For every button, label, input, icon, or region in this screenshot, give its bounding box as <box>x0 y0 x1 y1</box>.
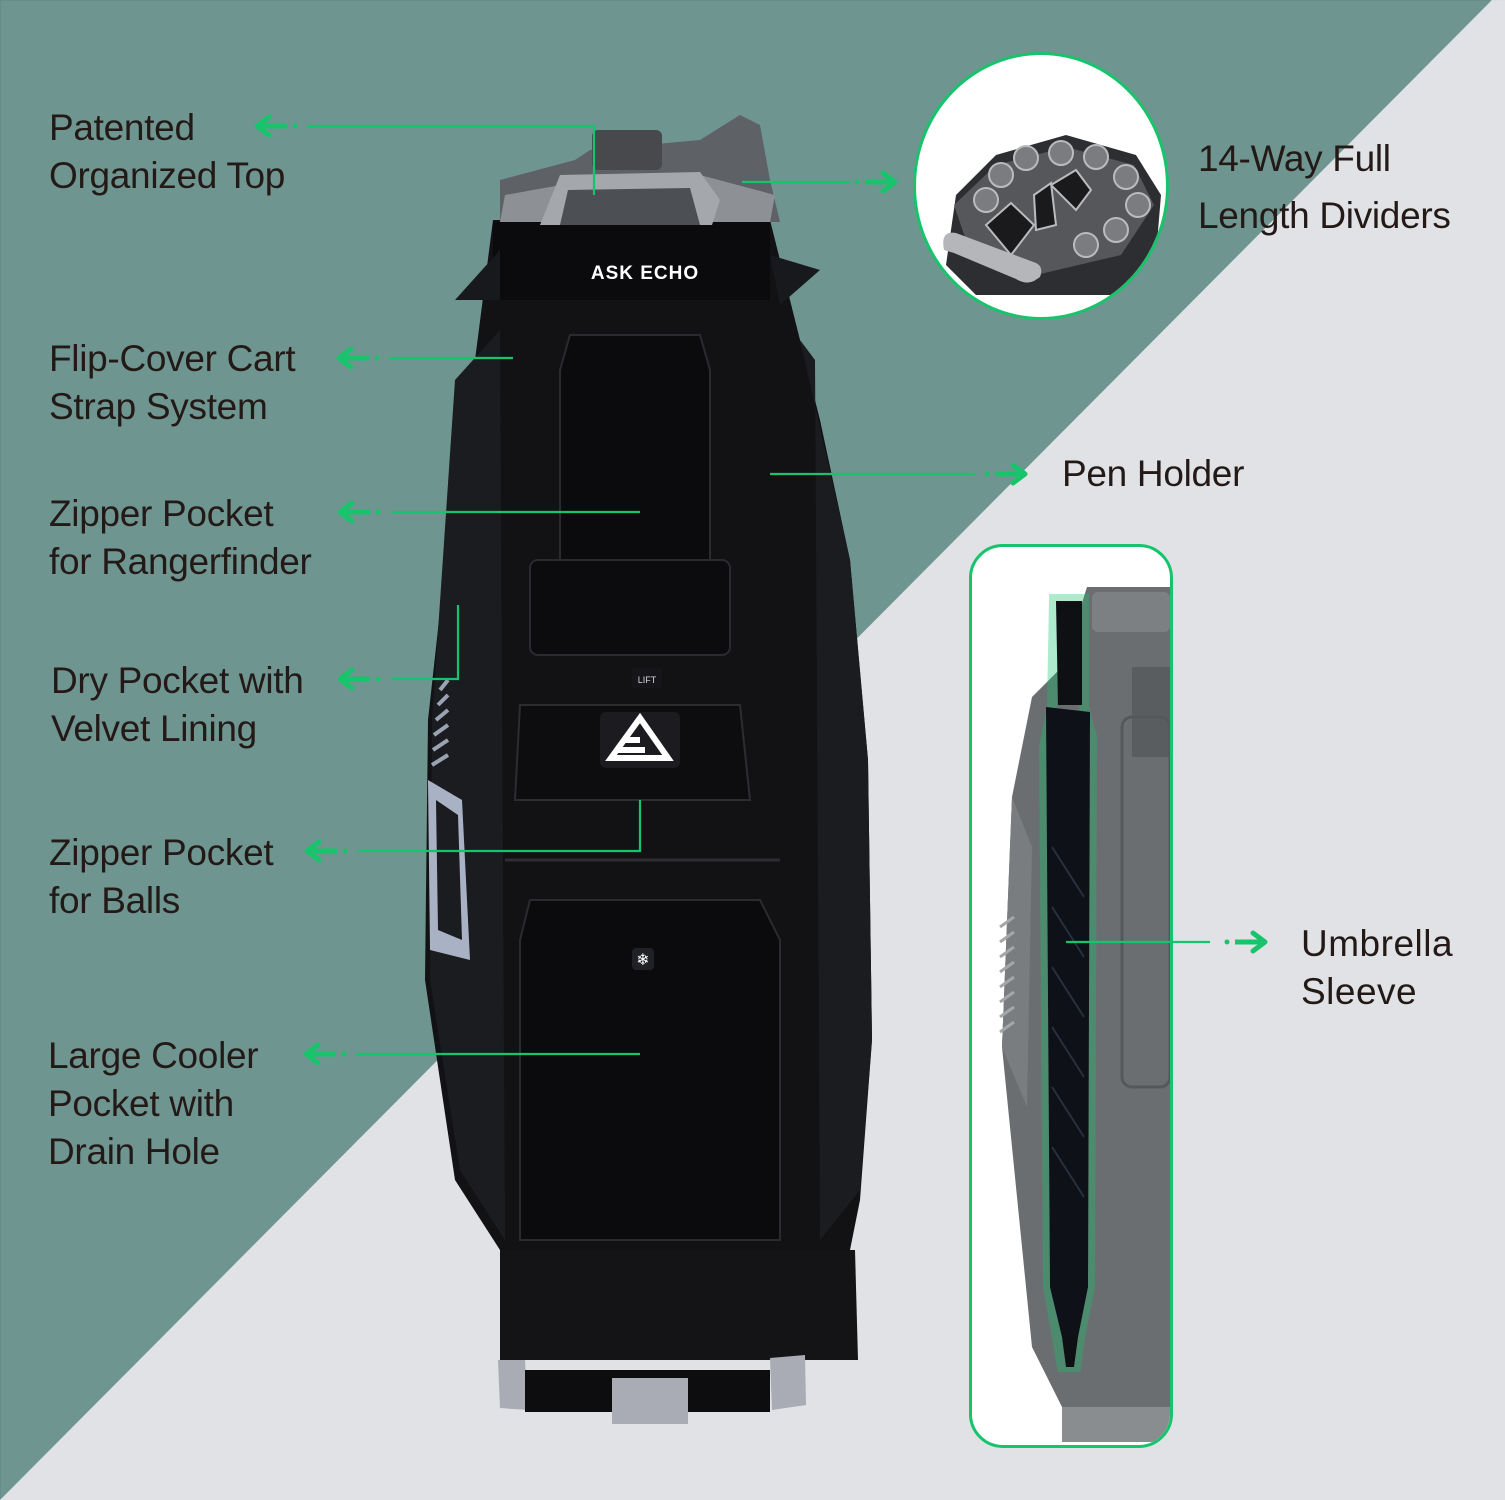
label-line: Length Dividers <box>1198 195 1451 236</box>
feature-label-pen-holder: Pen Holder <box>1062 450 1244 498</box>
label-line: Pen Holder <box>1062 453 1245 494</box>
brand-wordmark: ASK ECHO <box>591 263 699 284</box>
umbrella-sleeve-inset <box>969 544 1173 1448</box>
feature-label-14-way-dividers: 14-Way Full Length Dividers <box>1198 130 1451 244</box>
label-line: Dry Pocket with <box>51 660 304 701</box>
label-line: Flip-Cover Cart <box>49 338 296 379</box>
golf-cart-bag-image: ASK ECHO LIFT ❄ <box>425 115 872 1424</box>
feature-label-flip-cover-cart-strap: Flip-Cover Cart Strap System <box>49 335 296 431</box>
label-line: Strap System <box>49 386 268 427</box>
label-line: 14-Way Full <box>1198 138 1391 179</box>
label-line: Drain Hole <box>48 1131 220 1172</box>
label-line: Sleeve <box>1301 971 1418 1012</box>
label-line: Zipper Pocket <box>49 832 274 873</box>
label-line: Large Cooler <box>48 1035 259 1076</box>
label-line: Velvet Lining <box>51 708 257 749</box>
umbrella-in-sleeve-image <box>999 587 1170 1442</box>
label-line: Organized Top <box>49 155 286 196</box>
feature-label-patented-top: Patented Organized Top <box>49 104 285 200</box>
snowflake-icon: ❄ <box>636 950 649 969</box>
14-way-divider-top-image <box>943 135 1161 295</box>
lift-tag: LIFT <box>638 675 657 685</box>
dividers-closeup-inset <box>913 52 1169 320</box>
label-line: Pocket with <box>48 1083 234 1124</box>
feature-label-ball-pocket: Zipper Pocket for Balls <box>49 829 274 925</box>
label-line: Umbrella <box>1301 923 1454 964</box>
feature-label-umbrella-sleeve: Umbrella Sleeve <box>1301 920 1453 1016</box>
label-line: for Balls <box>49 880 180 921</box>
feature-label-dry-pocket: Dry Pocket with Velvet Lining <box>51 657 304 753</box>
label-line: Patented <box>49 107 195 148</box>
feature-label-cooler-pocket: Large Cooler Pocket with Drain Hole <box>48 1032 259 1176</box>
feature-label-rangefinder-pocket: Zipper Pocket for Rangerfinder <box>49 490 312 586</box>
label-line: Zipper Pocket <box>49 493 274 534</box>
label-line: for Rangerfinder <box>49 541 312 582</box>
